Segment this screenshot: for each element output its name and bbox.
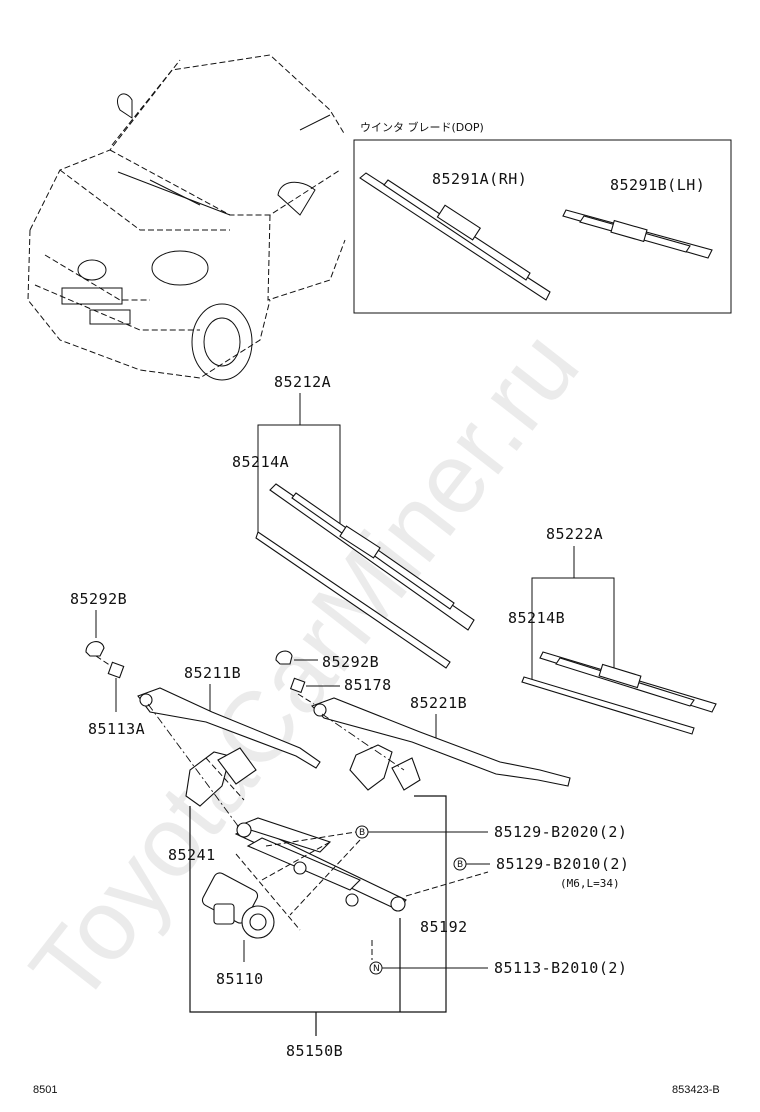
dop-wiper-box: ウインタ ブレード(DOP) 85291A(RH) 85291B(LH) bbox=[353, 120, 732, 314]
car-illustration bbox=[27, 54, 346, 381]
label-85214B: 85214B bbox=[508, 609, 565, 627]
cowl-piece-right bbox=[349, 744, 393, 791]
label-85291B-LH: 85291B(LH) bbox=[610, 176, 705, 194]
cap-85292B-right bbox=[275, 650, 293, 665]
label-85292B-right: 85292B bbox=[322, 653, 379, 671]
label-85113A: 85113A bbox=[88, 720, 145, 738]
label-85129-B2010: 85129-B2010(2) bbox=[496, 855, 629, 873]
badge-B-2-text: B bbox=[457, 860, 463, 870]
label-85214A: 85214A bbox=[232, 453, 289, 471]
label-85292B-left: 85292B bbox=[70, 590, 127, 608]
label-85241: 85241 bbox=[168, 846, 216, 864]
wiper-arm-85221B bbox=[311, 697, 571, 787]
label-85221B: 85221B bbox=[410, 694, 467, 712]
wiper-rubber-85214B bbox=[521, 676, 695, 735]
footer-left-code: 8501 bbox=[33, 1084, 57, 1096]
label-85150B: 85150B bbox=[286, 1042, 343, 1060]
nut-85113A bbox=[107, 661, 125, 679]
label-85113-B2010: 85113-B2010(2) bbox=[494, 959, 627, 977]
wiper-link-assembly bbox=[217, 747, 421, 912]
watermark: ToyotaCarMiner.ru bbox=[9, 311, 600, 1024]
dop-box-frame bbox=[353, 139, 732, 314]
cap-85292B-left bbox=[85, 641, 105, 657]
wiper-rubber-85214A bbox=[255, 531, 451, 669]
dop-box-title: ウインタ ブレード(DOP) bbox=[360, 120, 484, 134]
wiper-motor-85110 bbox=[201, 872, 275, 939]
wiper-blade-lh-illustration bbox=[562, 209, 713, 259]
badge-B-1-text: B bbox=[359, 828, 365, 838]
label-85110: 85110 bbox=[216, 970, 264, 988]
label-85192: 85192 bbox=[420, 918, 468, 936]
wiper-blade-85212A bbox=[269, 483, 475, 631]
badge-N-1-text: N bbox=[373, 964, 380, 974]
label-85129-B2020: 85129-B2020(2) bbox=[494, 823, 627, 841]
label-85211B: 85211B bbox=[184, 664, 241, 682]
label-85222A: 85222A bbox=[546, 525, 603, 543]
wiper-arm-85211B bbox=[137, 687, 321, 769]
label-85129-note: (M6,L=34) bbox=[560, 877, 620, 890]
wiper-blade-rh-illustration bbox=[359, 172, 551, 301]
wiper-blade-85222A bbox=[539, 651, 717, 713]
nut-85178 bbox=[289, 677, 306, 694]
label-85178: 85178 bbox=[344, 676, 392, 694]
label-85212A: 85212A bbox=[274, 373, 331, 391]
label-85291A-RH: 85291A(RH) bbox=[432, 170, 527, 188]
footer-right-code: 853423-B bbox=[672, 1084, 720, 1096]
